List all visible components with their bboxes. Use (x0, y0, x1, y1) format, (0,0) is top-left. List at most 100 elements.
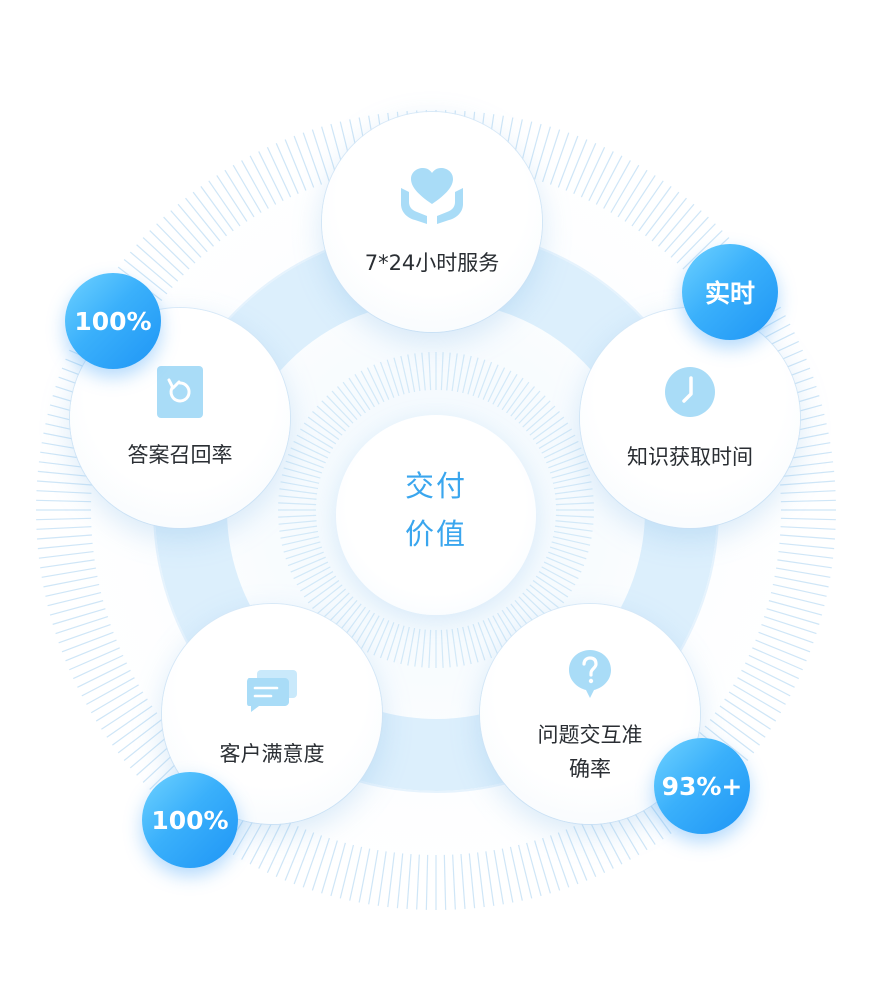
tick-mark (529, 411, 560, 436)
tick-mark (360, 615, 380, 650)
tick-mark (366, 367, 385, 403)
tick-mark (780, 499, 836, 503)
badge-knowledge-time: 实时 (682, 244, 778, 340)
center-circle: 交付 价值 (336, 415, 536, 615)
tick-mark (538, 428, 572, 449)
tick-mark (354, 374, 375, 408)
tick-mark (580, 822, 606, 874)
tick-mark (752, 647, 803, 671)
tick-mark (780, 517, 836, 521)
tick-mark (676, 223, 716, 264)
tick-mark (40, 559, 95, 569)
tick-mark (129, 251, 173, 288)
tick-mark (192, 191, 228, 237)
tick-mark (658, 203, 695, 247)
tick-mark (312, 584, 343, 609)
tick-mark (775, 567, 831, 578)
tick-mark (293, 832, 315, 885)
tick-mark (557, 135, 579, 188)
tick-mark (525, 405, 556, 432)
tick-mark (538, 571, 572, 592)
tick-mark (170, 210, 208, 253)
tick-mark (741, 669, 791, 697)
tick-mark (290, 447, 326, 464)
tick-mark (779, 470, 835, 478)
tick-mark (554, 488, 593, 495)
tick-mark (293, 440, 329, 459)
tick-mark (468, 853, 476, 909)
node-label-qa-accuracy-line1: 问题交互准 (537, 723, 643, 747)
tick-mark (241, 160, 269, 209)
tick-mark (761, 623, 814, 644)
tick-mark (258, 151, 284, 201)
inner-tick-ring (278, 352, 594, 668)
tick-mark (542, 837, 561, 891)
tick-mark (551, 467, 589, 479)
tick-mark (462, 626, 472, 665)
tick-mark (280, 530, 319, 539)
tick-mark (573, 143, 597, 194)
tick-mark (281, 536, 320, 546)
tick-mark (266, 822, 292, 874)
tick-mark (780, 480, 835, 486)
tick-mark (373, 364, 390, 400)
tick-mark (65, 639, 117, 662)
tick-mark (360, 370, 380, 405)
tick-mark (719, 705, 766, 738)
heart-hands-icon (401, 168, 463, 224)
tick-mark (156, 223, 196, 264)
tick-mark (664, 210, 702, 253)
tick-mark (38, 550, 94, 559)
tick-mark (177, 203, 214, 247)
tick-mark (510, 386, 535, 417)
tick-mark (428, 352, 432, 391)
tick-mark (460, 854, 466, 909)
tick-mark (610, 164, 640, 213)
tick-mark (501, 848, 514, 903)
tick-mark (348, 377, 371, 411)
tick-mark (123, 259, 168, 295)
tick-mark (43, 575, 98, 588)
tick-mark (770, 591, 825, 607)
tick-mark (631, 180, 664, 227)
tick-mark (506, 381, 530, 414)
tick-mark (603, 160, 631, 209)
tick-mark (36, 517, 92, 521)
tick-mark (748, 654, 800, 680)
tick-mark (302, 835, 323, 888)
node-label-answer-recall: 答案召回率 (127, 443, 233, 467)
tick-mark (342, 381, 366, 414)
tick-mark (149, 230, 190, 270)
tick-mark (354, 612, 375, 646)
tick-mark (644, 191, 680, 237)
tick-mark (638, 186, 672, 232)
tick-mark (303, 422, 337, 445)
tick-mark (467, 625, 479, 663)
tick-mark (492, 370, 512, 405)
tick-mark (283, 467, 321, 479)
tick-mark (546, 556, 582, 573)
tick-mark (755, 639, 807, 662)
tick-mark (287, 551, 324, 567)
tick-mark (58, 623, 111, 644)
tick-mark (283, 541, 321, 553)
tick-mark (386, 623, 400, 661)
tick-mark (428, 629, 432, 668)
tick-mark (763, 616, 817, 635)
tick-mark (733, 684, 782, 714)
tick-mark (440, 352, 444, 391)
tick-mark (535, 422, 569, 445)
tick-mark (425, 854, 429, 910)
tick-mark (548, 453, 585, 469)
tick-mark (47, 591, 102, 607)
tick-mark (112, 712, 158, 746)
tick-mark (123, 725, 168, 761)
tick-mark (651, 197, 687, 242)
tick-mark (543, 440, 579, 459)
tick-mark (617, 169, 648, 218)
tick-mark (45, 583, 100, 597)
tick-mark (518, 395, 546, 424)
tick-mark (407, 627, 416, 666)
tick-mark (555, 495, 594, 500)
tick-mark (534, 126, 551, 180)
